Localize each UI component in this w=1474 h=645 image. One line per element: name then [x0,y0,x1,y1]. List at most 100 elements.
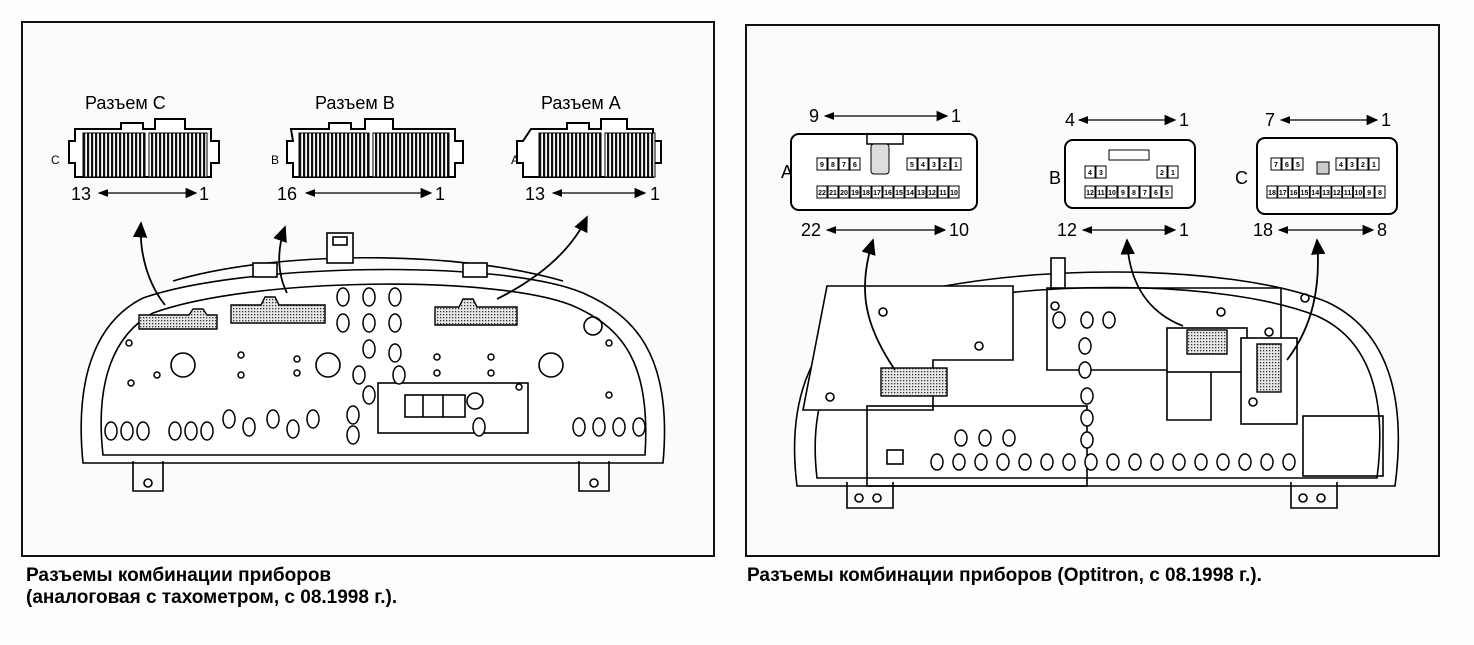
pin-c-bottom-15: 15 [1298,185,1310,199]
optitron-cluster-bulbs [930,311,1296,471]
connector-b-analog: Разъем В B 16 1 [271,93,464,204]
opt-c-bottom-left: 18 [1253,220,1273,240]
svg-text:7: 7 [842,162,846,169]
pin-b-bottom-7: 7 [1139,185,1151,199]
connector-b-pin-right: 1 [435,184,445,204]
optitron-pointer-arrows [861,238,1326,371]
svg-text:12: 12 [928,190,936,197]
pin-c-bottom-18: 18 [1266,185,1278,199]
connector-c-pin-left: 13 [71,184,91,204]
pin-c-bottom-16: 16 [1288,185,1300,199]
pin-c-bottom-9: 9 [1363,185,1375,199]
pin-b-top-4: 4 [1084,165,1096,179]
svg-text:14: 14 [906,190,914,197]
svg-text:10: 10 [950,190,958,197]
pin-b-top-3: 3 [1095,165,1107,179]
svg-text:12: 12 [1333,190,1341,197]
svg-text:1: 1 [1171,170,1175,177]
pin-a-top-6: 6 [849,157,861,171]
opt-c-top-left: 7 [1265,110,1275,130]
svg-text:9: 9 [1121,190,1125,197]
analog-cluster-diagram: Разъем С C 13 1 Разъем В B 16 1 Разъем А [51,93,666,492]
svg-text:10: 10 [1355,190,1363,197]
svg-text:3: 3 [932,162,936,169]
optitron-cluster-sockets [880,329,1282,397]
svg-text:6: 6 [853,162,857,169]
pin-c-top-3: 3 [1346,157,1358,171]
svg-text:5: 5 [910,162,914,169]
svg-text:1: 1 [1372,162,1376,169]
svg-text:4: 4 [1088,170,1092,177]
svg-text:7: 7 [1274,162,1278,169]
svg-text:15: 15 [1301,190,1309,197]
connector-a-letter: A [511,153,519,167]
svg-text:5: 5 [1165,190,1169,197]
pin-c-bottom-17: 17 [1277,185,1289,199]
analog-cluster-bulbs [104,287,646,445]
pin-b-bottom-6: 6 [1150,185,1162,199]
connector-c-letter: C [51,153,60,167]
pin-a-bottom-17: 17 [871,185,883,199]
svg-text:1: 1 [954,162,958,169]
opt-a-bottom-left: 22 [801,220,821,240]
svg-text:17: 17 [1279,190,1287,197]
opt-b-letter: B [1049,168,1061,188]
pin-a-bottom-15: 15 [893,185,905,199]
svg-text:11: 11 [1097,190,1105,197]
svg-text:5: 5 [1296,162,1300,169]
svg-text:18: 18 [862,190,870,197]
pin-a-top-8: 8 [827,157,839,171]
pin-b-bottom-9: 9 [1117,185,1129,199]
caption-analog-line2: (аналоговая с тахометром, с 08.1998 г.). [26,587,398,608]
svg-text:11: 11 [1344,190,1352,197]
svg-text:2: 2 [1361,162,1365,169]
connector-b-pin-left: 16 [277,184,297,204]
svg-text:15: 15 [895,190,903,197]
svg-text:4: 4 [1339,162,1343,169]
pin-a-top-7: 7 [838,157,850,171]
connector-c-analog: Разъем С C 13 1 [51,93,220,204]
svg-text:13: 13 [917,190,925,197]
pin-c-top-7: 7 [1270,157,1282,171]
pin-a-top-4: 4 [917,157,929,171]
pin-b-bottom-10: 10 [1106,185,1118,199]
pin-c-top-5: 5 [1292,157,1304,171]
svg-text:13: 13 [1322,190,1330,197]
opt-c-top-right: 1 [1381,110,1391,130]
svg-text:7: 7 [1143,190,1147,197]
pin-b-bottom-12: 12 [1084,185,1096,199]
connector-a-pin-right: 1 [650,184,660,204]
pin-a-bottom-22: 22 [816,185,828,199]
svg-text:11: 11 [939,190,947,197]
pin-a-bottom-13: 13 [915,185,927,199]
pin-a-bottom-20: 20 [838,185,850,199]
pin-b-bottom-8: 8 [1128,185,1140,199]
opt-c-letter: C [1235,168,1248,188]
analog-cluster-sockets [138,296,518,330]
pin-a-bottom-11: 11 [937,185,949,199]
svg-text:6: 6 [1154,190,1158,197]
svg-text:2: 2 [943,162,947,169]
pin-a-bottom-12: 12 [926,185,938,199]
svg-text:8: 8 [831,162,835,169]
opt-a-top-left: 9 [809,106,819,126]
pin-a-bottom-18: 18 [860,185,872,199]
svg-text:6: 6 [1285,162,1289,169]
pin-a-top-1: 1 [950,157,962,171]
svg-text:4: 4 [921,162,925,169]
pin-a-bottom-10: 10 [948,185,960,199]
pin-c-bottom-12: 12 [1331,185,1343,199]
svg-text:3: 3 [1099,170,1103,177]
pin-a-bottom-19: 19 [849,185,861,199]
svg-text:12: 12 [1086,190,1094,197]
opt-b-bottom-right: 1 [1179,220,1189,240]
pin-b-bottom-11: 11 [1095,185,1107,199]
connector-b-title: Разъем В [315,93,395,113]
svg-text:16: 16 [1290,190,1298,197]
svg-text:8: 8 [1378,190,1382,197]
